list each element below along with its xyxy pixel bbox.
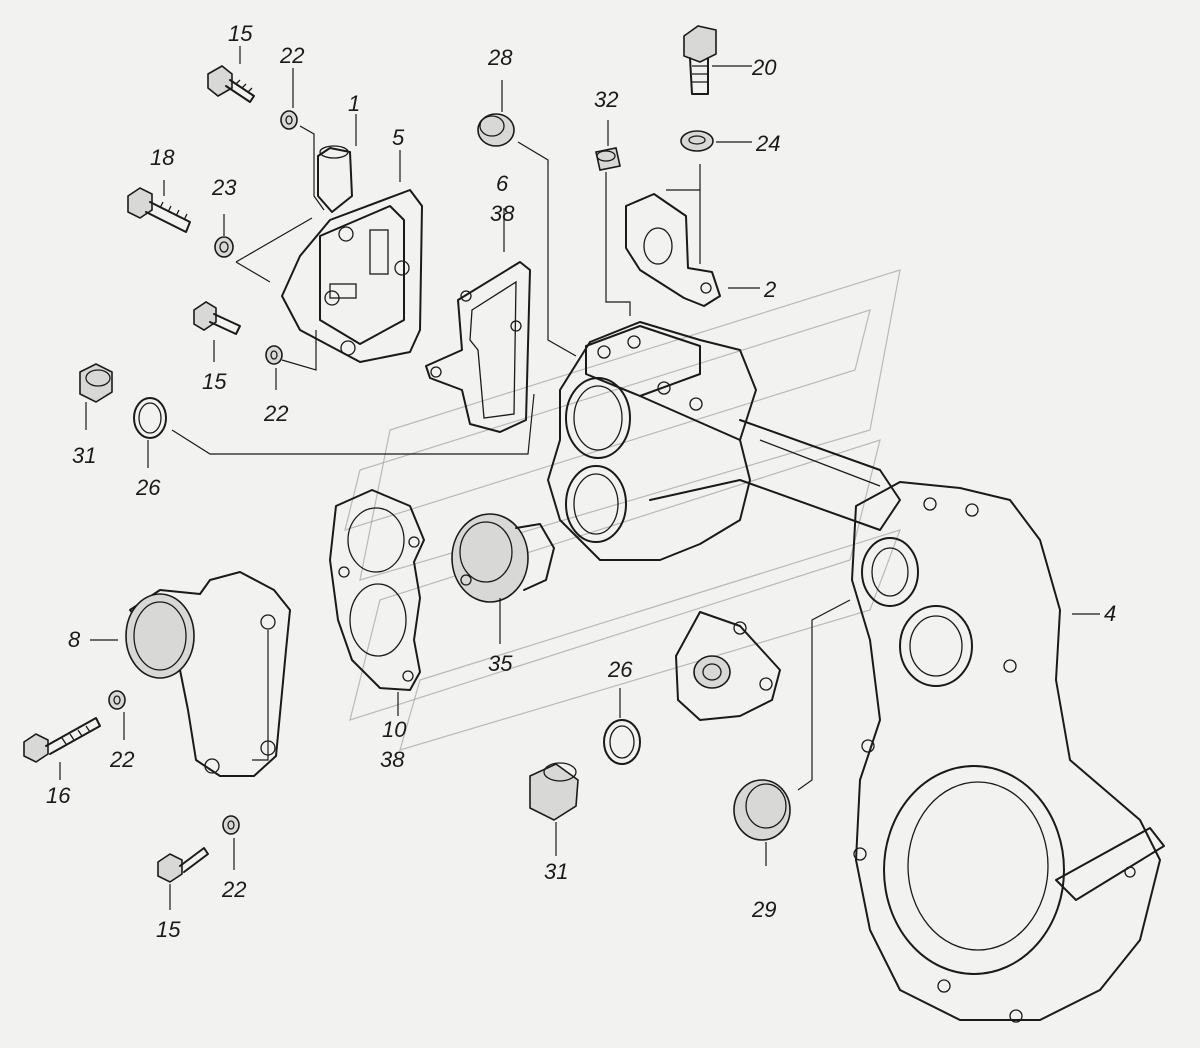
callout-23: 23 [212, 175, 237, 200]
thermostat-35 [451, 513, 555, 603]
gasket-6-38 [425, 261, 531, 433]
callout-22: 22 [280, 43, 305, 68]
callout-29: 29 [752, 897, 777, 922]
plug-31-bottom [529, 762, 579, 821]
connecting-pipe [739, 419, 901, 531]
bolt-15-top [207, 65, 255, 103]
callout-5: 5 [392, 125, 405, 150]
callout-15: 15 [202, 369, 227, 394]
callout-2: 2 [764, 277, 777, 302]
callout-28: 28 [488, 45, 513, 70]
callout-8: 8 [68, 627, 81, 652]
thermostat-housing [547, 321, 757, 561]
callout-31: 31 [72, 443, 97, 468]
leader-lines [59, 46, 1100, 910]
callout-18: 18 [150, 145, 175, 170]
callout-32: 32 [594, 87, 619, 112]
callout-4: 4 [1104, 601, 1117, 626]
callout-22: 22 [222, 877, 247, 902]
bracket-2 [625, 193, 721, 307]
thermostat-cover-1 [281, 145, 423, 363]
bolt-18 [127, 187, 191, 233]
washer-22-top [280, 110, 298, 130]
washer-22-middle [265, 345, 283, 365]
callout-35: 35 [488, 651, 513, 676]
callout-24: 24 [756, 131, 781, 156]
plug-31-left [79, 363, 113, 403]
callout-22: 22 [264, 401, 289, 426]
seal-ring-26-right [603, 719, 641, 765]
timing-cover-4 [851, 481, 1165, 1023]
washer-24 [680, 130, 714, 152]
callout-38: 38 [380, 747, 405, 772]
fitting-32 [595, 147, 621, 171]
callout-31: 31 [544, 859, 569, 884]
bolt-16 [23, 717, 101, 763]
bolt-20 [683, 25, 717, 95]
callout-16: 16 [46, 783, 71, 808]
drain-fitting-flange [675, 611, 781, 721]
callout-20: 20 [752, 55, 777, 80]
callout-10: 10 [382, 717, 407, 742]
bolt-15-lower [157, 847, 209, 883]
washer-22-outlet [108, 690, 126, 710]
gasket-10-38 [329, 489, 425, 691]
callout-22: 22 [110, 747, 135, 772]
bolt-15-middle [193, 301, 241, 335]
callout-1: 1 [348, 91, 361, 116]
cap-28 [477, 113, 515, 147]
callout-6: 6 [496, 171, 509, 196]
callout-38: 38 [490, 201, 515, 226]
washer-22-lower [222, 815, 240, 835]
callout-26: 26 [136, 475, 161, 500]
callout-15: 15 [156, 917, 181, 942]
bushing-29 [733, 779, 791, 841]
water-outlet-8 [125, 571, 291, 777]
washer-23 [214, 236, 234, 258]
callout-15: 15 [228, 21, 253, 46]
seal-ring-26-left [133, 397, 167, 439]
callout-26: 26 [608, 657, 633, 682]
